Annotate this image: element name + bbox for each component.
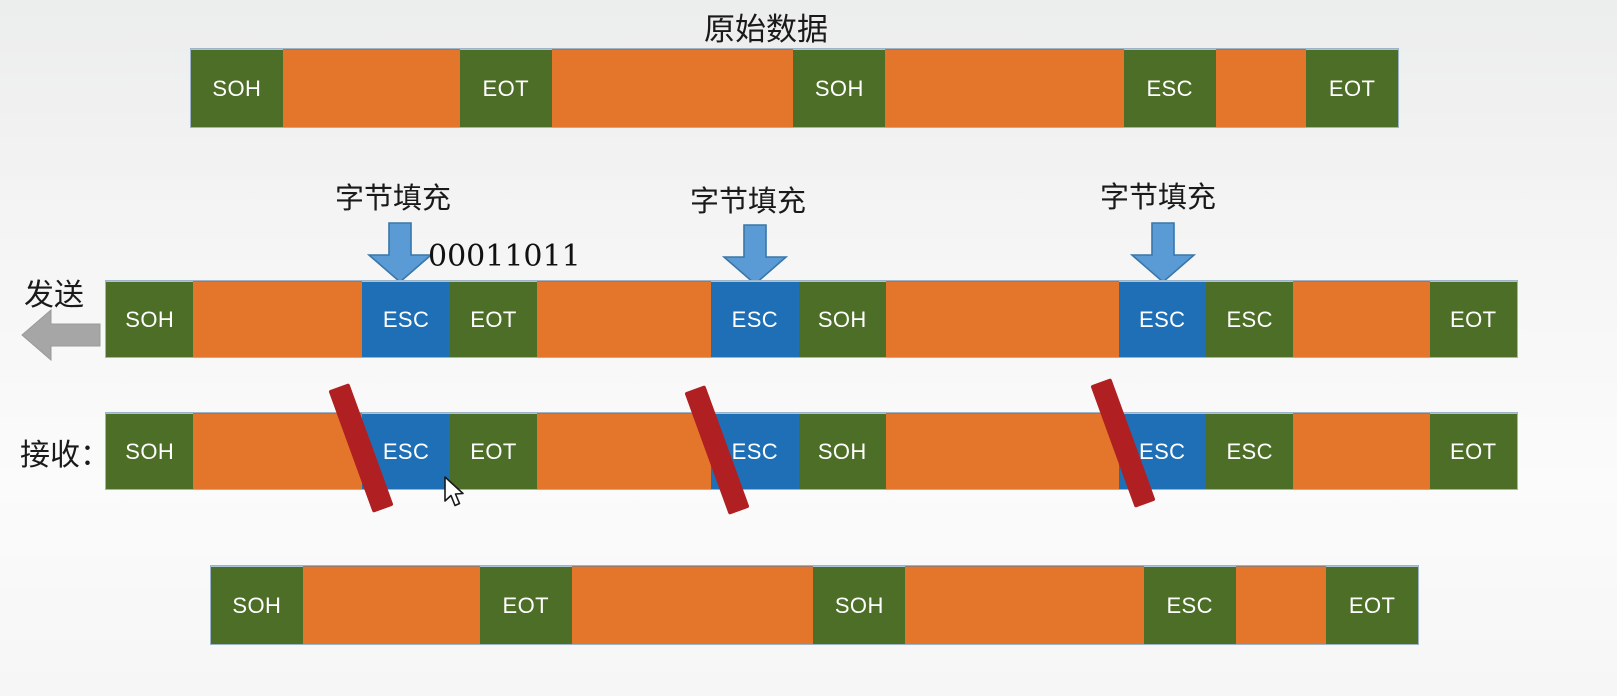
frame-cell-esc: ESC — [1143, 566, 1236, 644]
frame-cell-eot: EOT — [1429, 281, 1517, 357]
frame-cell-data — [886, 281, 1119, 357]
frame-cell-eot: EOT — [1326, 566, 1418, 644]
frame-cell-esc: ESC — [1205, 281, 1294, 357]
byte-stuffing-label-2: 字节填充 — [690, 184, 807, 218]
arrow-left-icon — [20, 308, 102, 362]
page-title: 原始数据 — [704, 12, 828, 48]
byte-stuffing-label-3: 字节填充 — [1100, 180, 1217, 214]
mouse-pointer-icon — [443, 476, 467, 508]
frame-cell-data — [1293, 413, 1430, 489]
frame-cell-data — [537, 413, 712, 489]
byte-stuffing-label-1: 字节填充 — [335, 181, 452, 215]
frame-cell-eot: EOT — [1306, 49, 1398, 127]
frame-cell-esc: ESC — [362, 281, 450, 357]
receive-label: 接收： — [20, 438, 110, 473]
frame-cell-soh: SOH — [813, 566, 906, 644]
frame-cell-eot: EOT — [449, 281, 538, 357]
stuffed-byte-value: 00011011 — [428, 239, 581, 274]
frame-cell-data — [885, 49, 1124, 127]
frame-cell-data — [193, 413, 363, 489]
original-data-row: SOH EOT SOH ESC EOT — [190, 48, 1399, 128]
frame-cell-esc: ESC — [711, 281, 799, 357]
frame-cell-esc: ESC — [1205, 413, 1294, 489]
frame-cell-soh: SOH — [106, 281, 194, 357]
frame-cell-data — [905, 566, 1144, 644]
frame-cell-soh: SOH — [798, 281, 886, 357]
frame-cell-data — [282, 49, 460, 127]
frame-cell-eot: EOT — [479, 566, 572, 644]
frame-cell-data — [537, 281, 712, 357]
frame-cell-soh: SOH — [798, 413, 886, 489]
frame-cell-data — [1235, 566, 1327, 644]
frame-cell-soh: SOH — [106, 413, 194, 489]
frame-cell-soh: SOH — [793, 49, 886, 127]
frame-cell-data — [302, 566, 480, 644]
frame-cell-data — [1293, 281, 1430, 357]
arrow-down-icon-3 — [1130, 222, 1196, 284]
frame-cell-data — [1215, 49, 1307, 127]
destuffed-data-row: SOH EOT SOH ESC EOT — [210, 565, 1419, 645]
frame-cell-data — [193, 281, 363, 357]
arrow-down-icon-2 — [722, 224, 788, 286]
frame-cell-eot: EOT — [459, 49, 552, 127]
frame-cell-esc: ESC — [1123, 49, 1216, 127]
frame-cell-eot: EOT — [1429, 413, 1517, 489]
frame-cell-data — [886, 413, 1119, 489]
frame-cell-esc: ESC — [1118, 281, 1206, 357]
arrow-down-icon-1 — [367, 222, 433, 284]
frame-cell-soh: SOH — [211, 566, 303, 644]
send-label: 发送 — [24, 278, 84, 313]
frame-cell-eot: EOT — [449, 413, 538, 489]
frame-cell-soh: SOH — [191, 49, 283, 127]
frame-cell-data — [551, 49, 794, 127]
frame-cell-data — [571, 566, 814, 644]
